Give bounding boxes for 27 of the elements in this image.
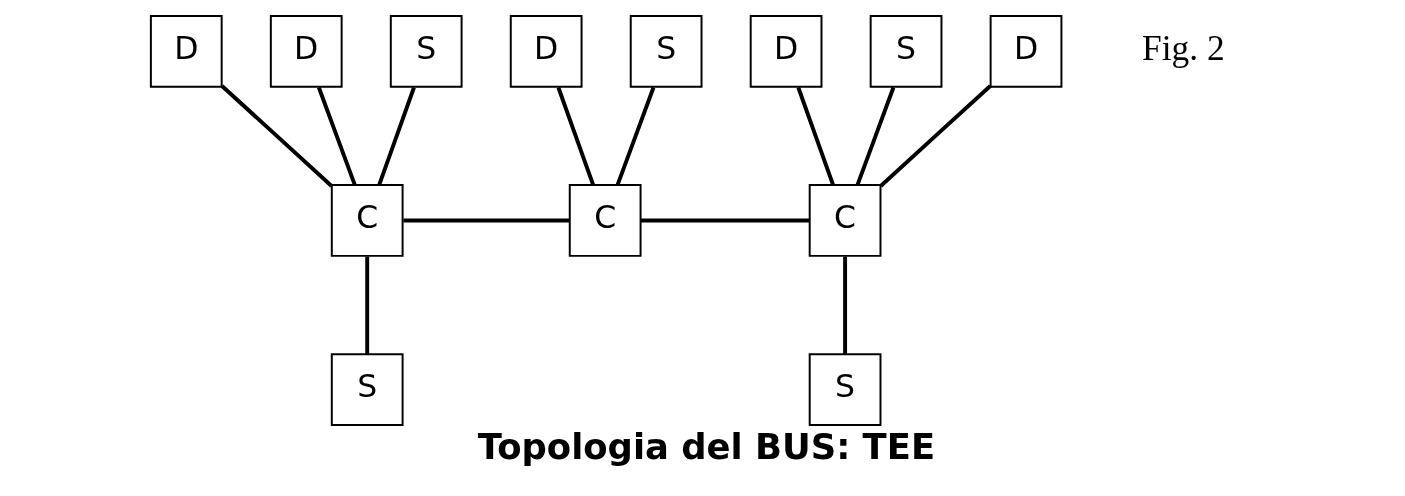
node-box: S	[330, 353, 404, 426]
connector	[364, 256, 369, 354]
node-box: C	[330, 184, 404, 257]
connector	[855, 86, 895, 186]
connector	[376, 86, 416, 186]
node-box: C	[808, 184, 881, 257]
node-box: S	[869, 14, 942, 88]
connector	[556, 86, 595, 186]
node-box: D	[149, 14, 223, 88]
node-box: S	[808, 353, 881, 426]
connector	[615, 86, 655, 186]
caption: Topologia del BUS: TEE	[477, 426, 935, 468]
node-box: S	[629, 14, 702, 88]
node-box: D	[509, 14, 583, 88]
connector	[402, 218, 570, 223]
connector	[842, 256, 847, 354]
connector	[640, 218, 809, 223]
connector	[220, 84, 333, 188]
connector	[316, 86, 357, 186]
connector	[795, 86, 835, 186]
label: Fig. 2	[1141, 27, 1225, 68]
connector	[878, 84, 992, 188]
node-box: S	[389, 14, 463, 88]
node-box: D	[989, 14, 1062, 88]
node-box: C	[568, 184, 642, 257]
node-box: D	[269, 14, 343, 88]
node-box: D	[749, 14, 822, 88]
